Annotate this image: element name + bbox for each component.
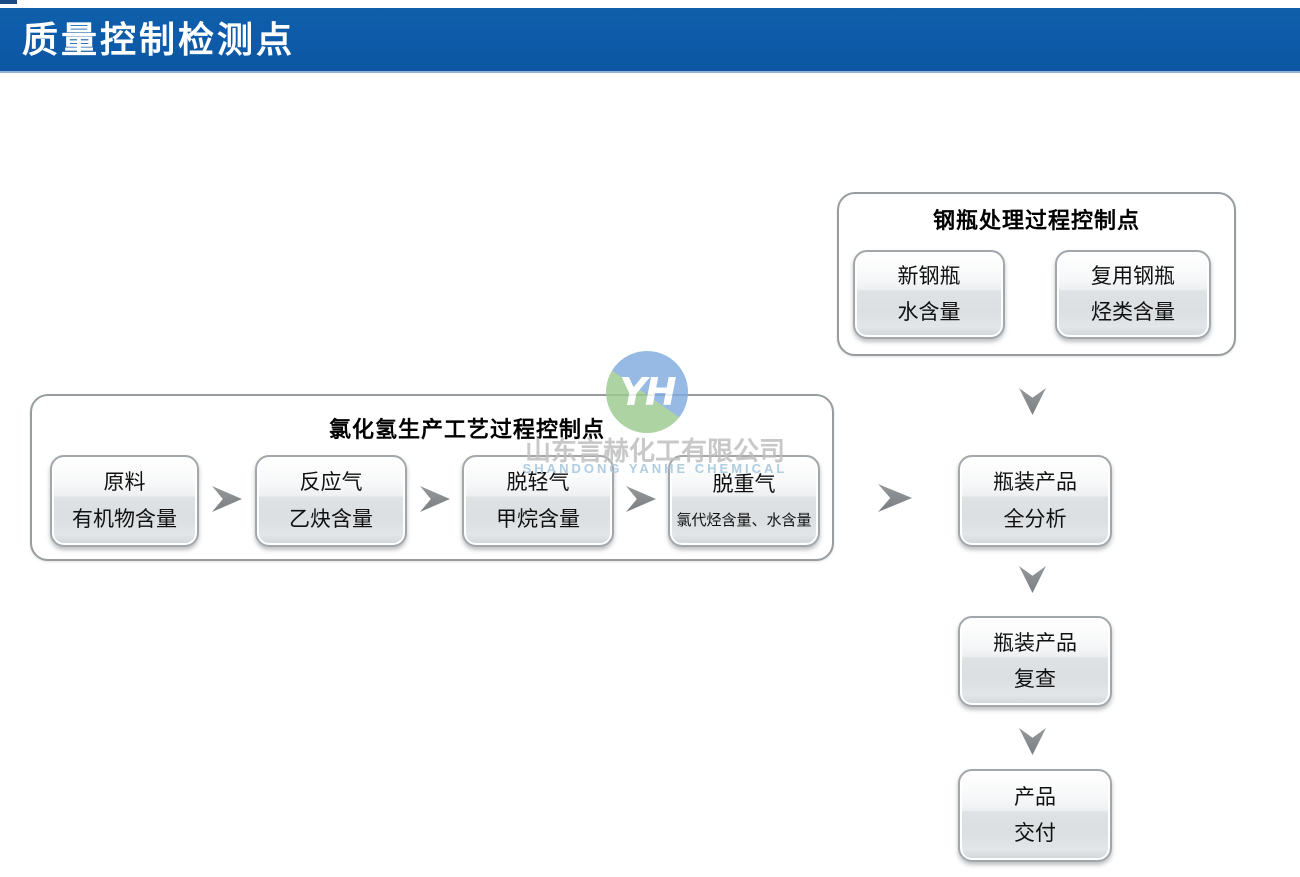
header-top-accent	[0, 0, 17, 4]
page-title: 质量控制检测点	[22, 19, 296, 60]
flow-box-line1: 原料	[103, 470, 146, 495]
flow-arrow-down-icon	[1019, 388, 1046, 415]
flow-box-line1: 复用钢瓶	[1091, 264, 1175, 289]
flow-box-raw-material: 原料 有机物含量	[50, 455, 199, 547]
flow-box-line1: 产品	[1014, 784, 1056, 809]
flow-box-delivery: 产品 交付	[958, 769, 1112, 862]
cylinder-panel-title: 钢瓶处理过程控制点	[932, 208, 1140, 233]
flow-box-line2: 烃类含量	[1091, 299, 1175, 324]
flow-box-line1: 新钢瓶	[897, 264, 961, 289]
flow-box-line1: 脱重气	[712, 472, 776, 497]
flow-box-line2: 全分析	[1003, 506, 1067, 531]
flow-arrow-down-icon	[1019, 728, 1046, 755]
flow-box-line2: 交付	[1014, 821, 1056, 846]
flow-box-line1: 瓶装产品	[993, 631, 1077, 655]
flow-box-line2: 复查	[1014, 667, 1056, 691]
flow-box-line1: 脱轻气	[506, 470, 570, 495]
flow-box-recheck: 瓶装产品 复查	[958, 616, 1112, 707]
flow-box-heavy-gas: 脱重气 氯代烃含量、水含量	[668, 455, 820, 547]
flow-box-line2: 甲烷含量	[496, 506, 580, 531]
flow-box-line2: 乙炔含量	[289, 506, 373, 531]
flow-box-line1: 反应气	[299, 470, 363, 495]
flow-arrow-down-icon	[1019, 566, 1046, 593]
flow-box-light-gas: 脱轻气 甲烷含量	[462, 455, 614, 547]
flow-box-line2: 有机物含量	[72, 506, 177, 531]
flow-box-new-cylinder: 新钢瓶 水含量	[853, 250, 1005, 339]
flow-arrow-right-icon	[878, 484, 912, 512]
flow-box-line2: 水含量	[897, 299, 961, 324]
cylinder-panel: 钢瓶处理过程控制点	[837, 192, 1236, 356]
flow-box-line1: 瓶装产品	[993, 470, 1077, 495]
process-panel: 氯化氢生产工艺过程控制点	[30, 394, 834, 561]
flow-box-reused-cylinder: 复用钢瓶 烃类含量	[1055, 250, 1211, 339]
process-panel-title: 氯化氢生产工艺过程控制点	[328, 417, 605, 442]
flow-box-line2: 氯代烃含量、水含量	[676, 510, 812, 529]
flow-box-reaction-gas: 反应气 乙炔含量	[255, 455, 407, 547]
flow-box-full-analysis: 瓶装产品 全分析	[958, 455, 1112, 547]
header-bar: 质量控制检测点	[0, 8, 1300, 73]
